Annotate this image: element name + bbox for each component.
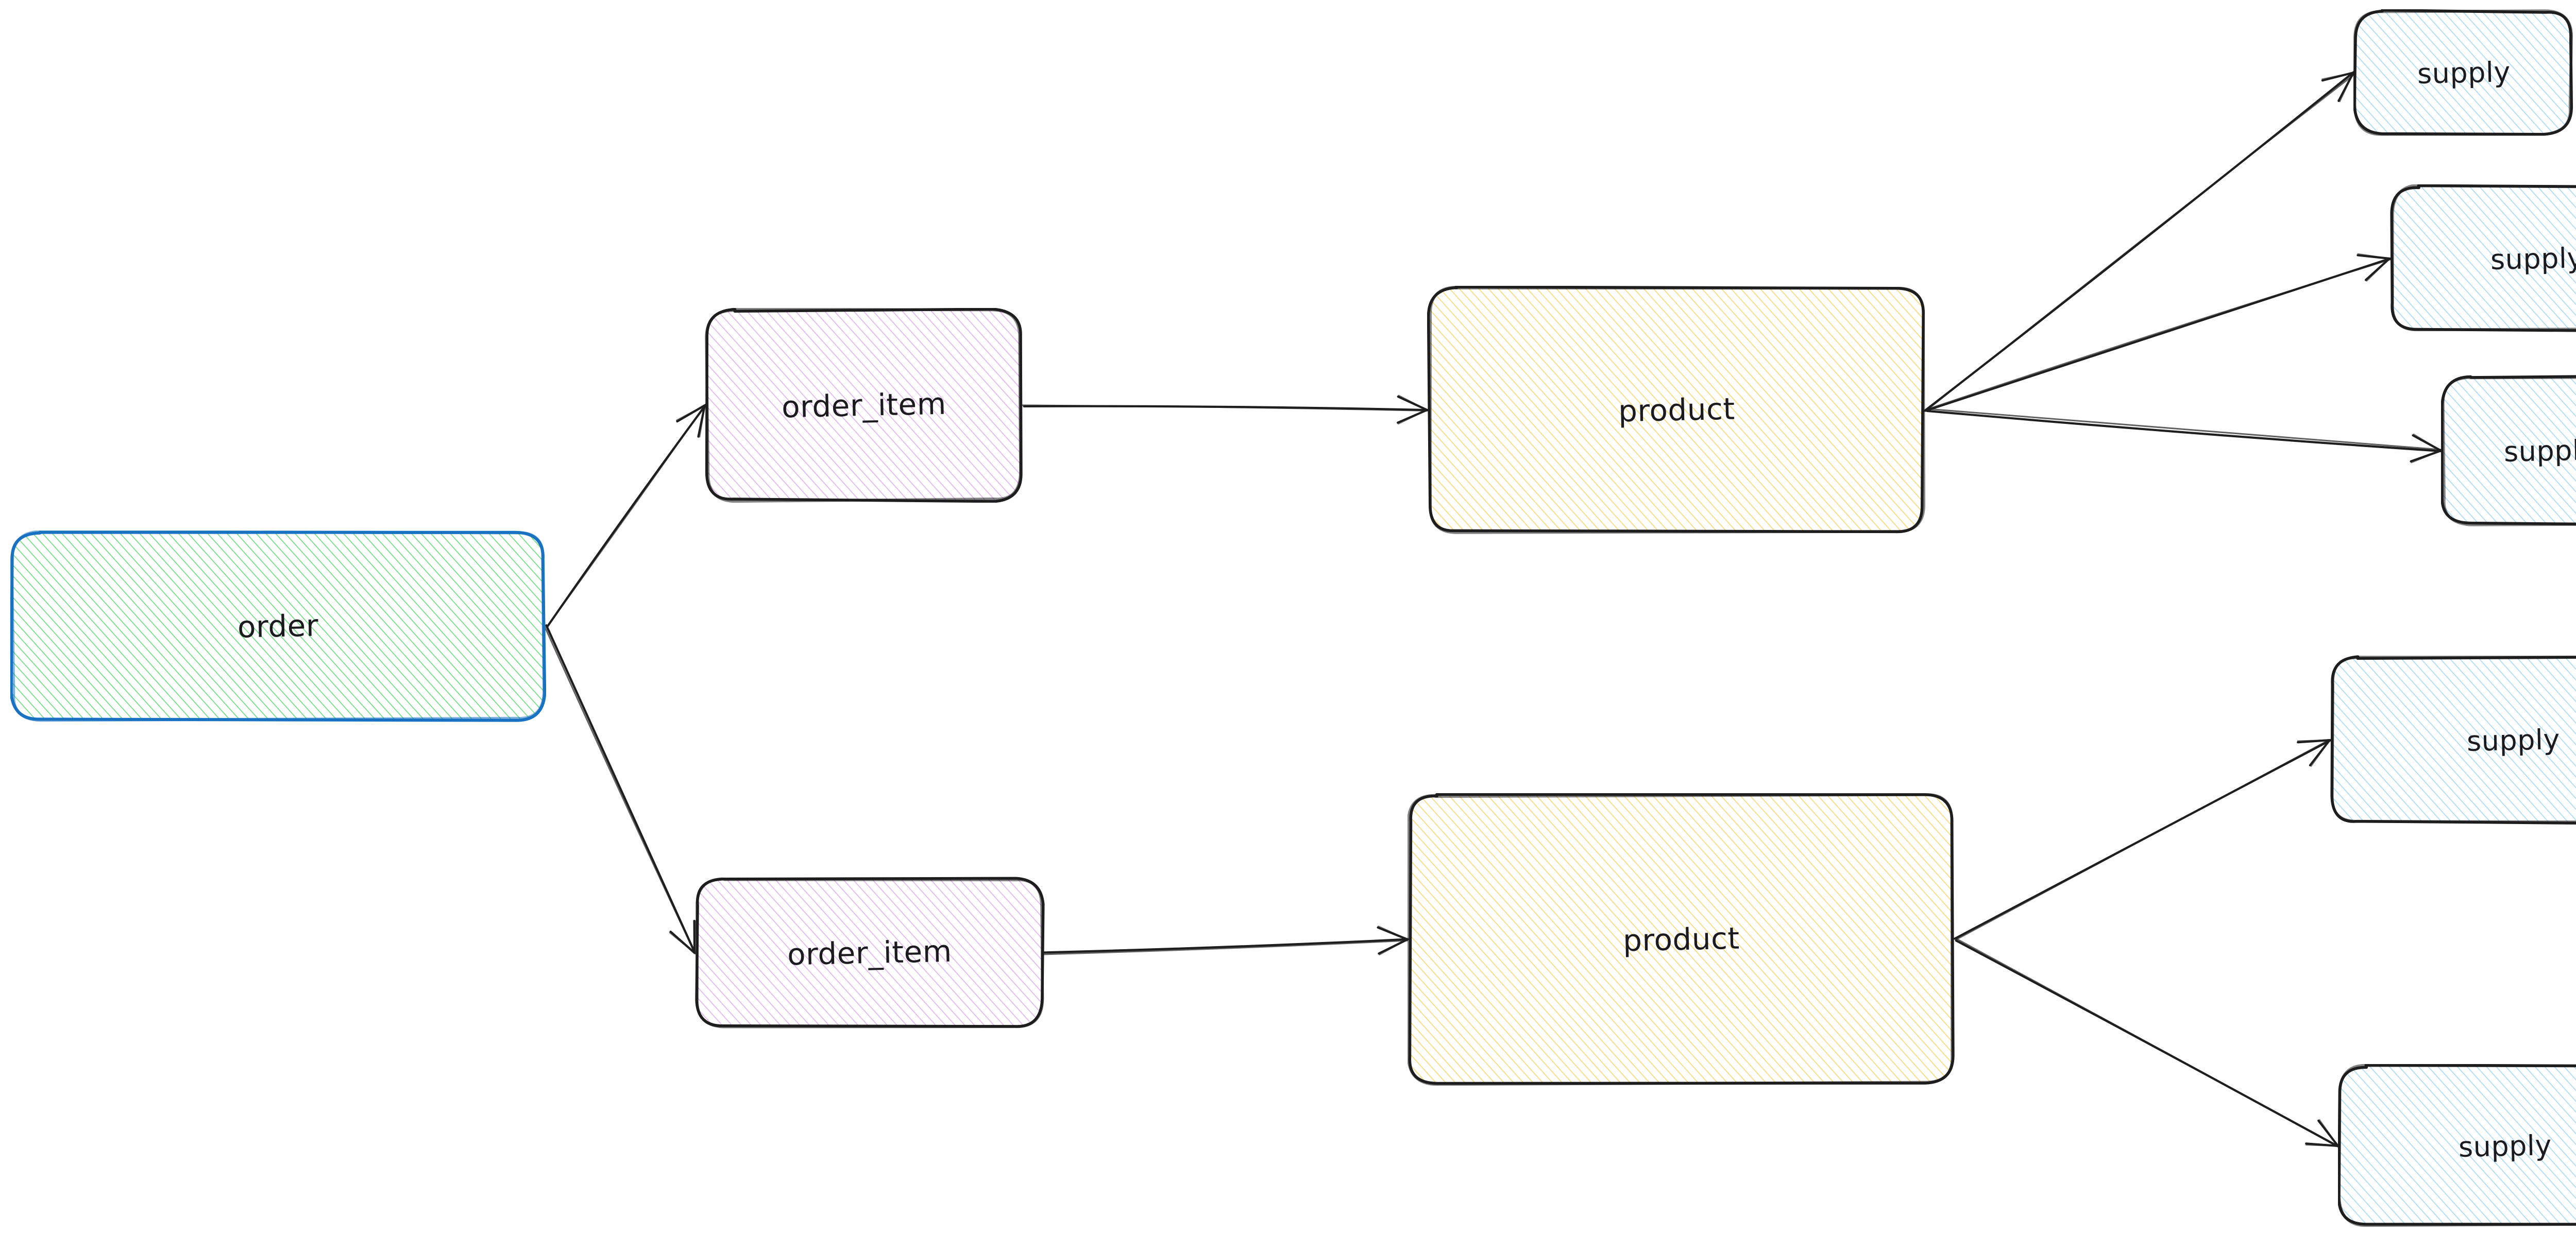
node-label-product_1: product [1618,391,1735,429]
edge-e7 [1926,408,2443,464]
node-shape-supply_5 [2338,1064,2576,1227]
node-shape-supply_3 [2441,375,2576,526]
edge-e5 [1923,71,2356,412]
node-supply_3[interactable]: supply [2441,375,2576,526]
node-shape-order [10,530,546,722]
node-label-supply_1: supply [2416,55,2511,90]
node-label-supply_2: supply [2489,241,2576,276]
edge-e1 [546,403,707,628]
node-label-supply_4: supply [2466,723,2561,758]
node-label-product_2: product [1622,920,1740,958]
node-label-order: order [237,608,319,645]
node-label-order_item_1: order_item [781,386,947,425]
node-supply_4[interactable]: supply [2330,655,2576,825]
node-shape-supply_1 [2353,9,2573,136]
node-order_item_2[interactable]: order_item [694,877,1045,1029]
edge-e6 [1924,253,2392,412]
node-shape-product_1 [1427,286,1925,534]
edge-e8 [1954,739,2332,940]
node-label-supply_5: supply [2458,1128,2552,1163]
node-supply_2[interactable]: supply [2389,184,2576,333]
edge-e4 [1042,926,1409,955]
edge-e9 [1954,937,2340,1148]
node-label-order_item_2: order_item [787,933,953,972]
node-product_1[interactable]: product [1427,286,1926,534]
node-product_2[interactable]: product [1408,793,1955,1086]
node-label-supply_3: supply [2503,433,2576,468]
node-shape-product_2 [1408,793,1955,1086]
node-order_item_1[interactable]: order_item [705,308,1023,503]
node-shape-order_item_1 [705,308,1023,503]
node-shape-supply_4 [2330,655,2576,825]
node-shape-supply_2 [2390,184,2576,332]
edge-e2 [544,624,697,955]
node-order[interactable]: order [10,530,546,722]
node-supply_5[interactable]: supply [2338,1064,2576,1228]
edge-e3 [1021,395,1429,425]
node-shape-order_item_2 [695,877,1045,1029]
node-supply_1[interactable]: supply [2353,9,2574,136]
